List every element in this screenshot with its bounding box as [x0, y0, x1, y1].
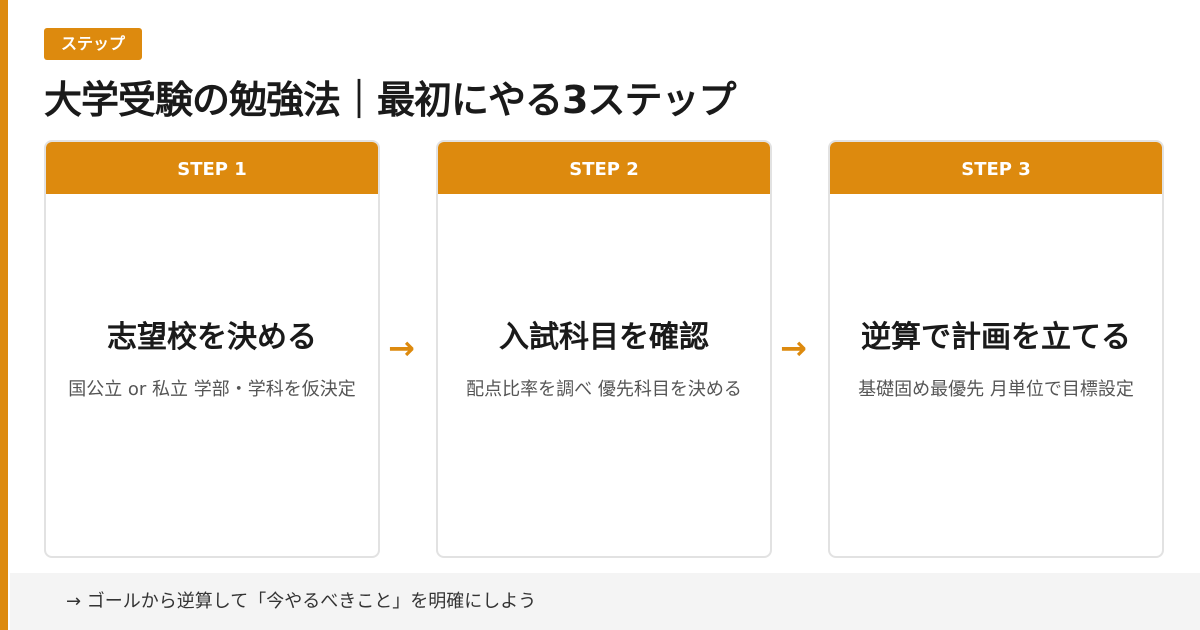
step-label: STEP 3 — [830, 142, 1162, 194]
step-title: 逆算で計画を立てる — [861, 320, 1131, 355]
step-description: 配点比率を調べ 優先科目を決める — [466, 379, 742, 400]
step-label: STEP 1 — [46, 142, 378, 194]
step-label: STEP 2 — [438, 142, 770, 194]
step-title: 志望校を決める — [107, 320, 317, 355]
step-card-3: STEP 3 逆算で計画を立てる 基礎固め最優先 月単位で目標設定 — [828, 140, 1164, 558]
arrow-right-icon: → — [780, 329, 807, 367]
arrow-right-icon: → — [388, 329, 415, 367]
step-title: 入試科目を確認 — [499, 320, 709, 355]
page-title: 大学受験の勉強法｜最初にやる3ステップ — [44, 78, 736, 122]
step-description: 基礎固め最優先 月単位で目標設定 — [858, 379, 1134, 400]
category-tag: ステップ — [44, 28, 143, 60]
step-card-1: STEP 1 志望校を決める 国公立 or 私立 学部・学科を仮決定 — [44, 140, 380, 558]
footer-banner: → ゴールから逆算して「今やるべきこと」を明確にしよう — [10, 573, 1200, 630]
accent-bar — [0, 0, 8, 630]
step-description: 国公立 or 私立 学部・学科を仮決定 — [68, 379, 356, 400]
step-card-2: STEP 2 入試科目を確認 配点比率を調べ 優先科目を決める — [436, 140, 772, 558]
footer-text: → ゴールから逆算して「今やるべきこと」を明確にしよう — [66, 591, 537, 612]
